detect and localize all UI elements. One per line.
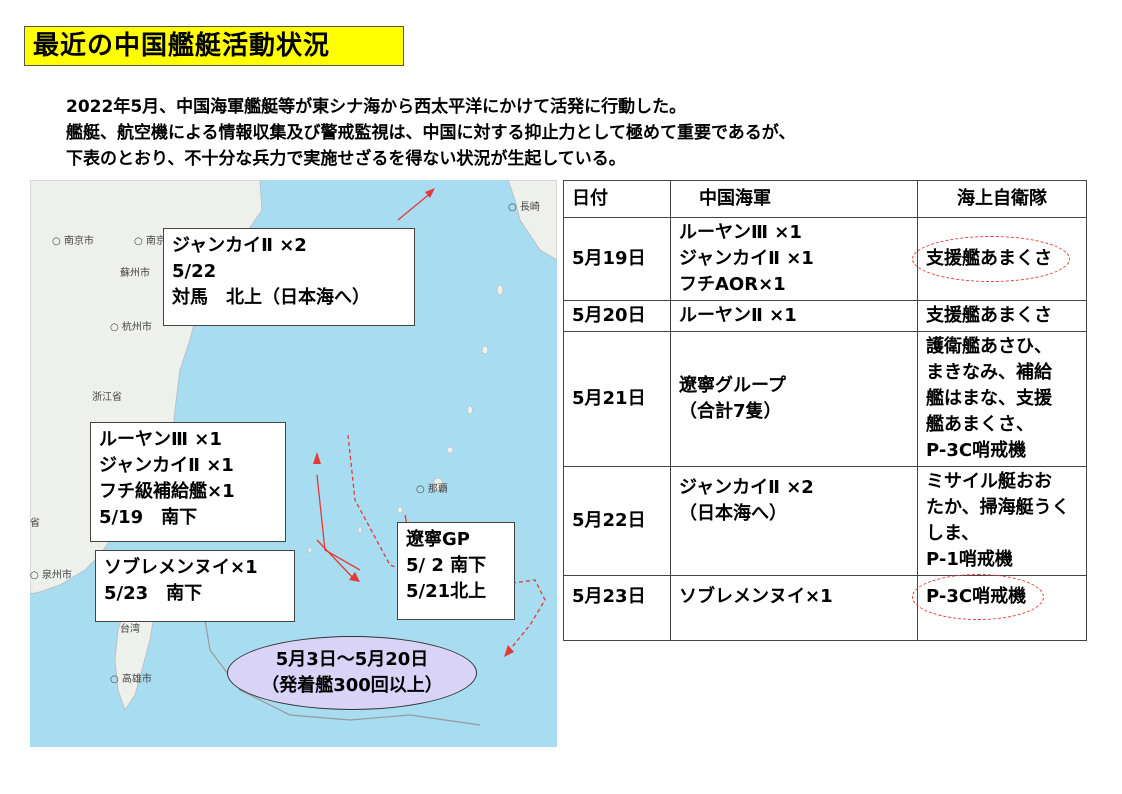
cell-line: （合計7隻） [679,401,782,422]
city-nagasaki: ○ 長崎 [508,202,540,213]
table-row: 5月21日 遼寧グループ （合計7隻） 護衛艦あさひ、 まきなみ、補給 艦はまな… [563,331,1087,467]
cell-line: まきなみ、補給 [926,362,1052,383]
callout-line: ジャンカイⅡ ×1 [99,455,234,476]
cell-line: 遼寧グループ [679,375,786,396]
cell-line: ソブレメンヌイ×1 [679,586,833,607]
callout-line: 遼寧GP [406,529,470,550]
cell-line: ルーヤンⅡ ×1 [679,305,797,326]
callout-line: ソブレメンヌイ×1 [104,557,258,578]
row-date: 5月21日 [563,331,671,467]
city-naha: ○ 那覇 [416,484,448,495]
cell-line: 艦あまくさ、 [926,414,1034,435]
cell-line: ルーヤンⅢ ×1 [679,222,802,243]
callout-line: フチ級補給艦×1 [99,481,235,502]
cell-line: ミサイル艇おお [926,471,1052,492]
city-province: 省 [30,518,40,529]
table-row: 5月22日 ジャンカイⅡ ×2 （日本海へ） ミサイル艇おお たか、掃海艇うく … [563,466,1087,576]
callout-line: ジャンカイⅡ ×2 [172,235,307,256]
city-quanzhou: ○ 泉州市 [30,570,72,581]
row-china: ルーヤンⅡ ×1 [670,300,918,332]
row-china: ルーヤンⅢ ×1 ジャンカイⅡ ×1 フチAOR×1 [670,217,918,301]
row-jmsdf: P-3C哨戒機 [912,574,1087,641]
callout-liaoning-group: 遼寧GP 5/ 2 南下 5/21北上 [397,522,515,620]
page-title: 最近の中国艦艇活動状況 [24,26,404,66]
row-date: 5月20日 [563,300,671,332]
intro-line-2: 艦艇、航空機による情報収集及び警戒監視は、中国に対する抑止力として極めて重要であ… [66,123,796,143]
callout-jiangkai-north: ジャンカイⅡ ×2 5/22 対馬 北上（日本海へ） [163,228,415,326]
callout-line: ルーヤンⅢ ×1 [99,429,222,450]
callout-line: 対馬 北上（日本海へ） [172,287,370,308]
route-arrows [316,191,546,653]
highlight-circle: 支援艦あまくさ [912,236,1070,282]
callout-line: 5/19 南下 [99,507,198,528]
ellipse-line: （発着艦300回以上） [261,675,443,696]
cell-line: 支援艦あまくさ [926,305,1052,326]
row-jmsdf: 支援艦あまくさ [912,217,1087,301]
city-hangzhou: ○ 杭州市 [110,322,152,333]
intro-line-3: 下表のとおり、不十分な兵力で実施せざるを得ない状況が生起している。 [66,149,626,169]
row-jmsdf: ミサイル艇おお たか、掃海艇うく しま、 P-1哨戒機 [917,466,1087,576]
cell-line: P-3C哨戒機 [926,440,1027,461]
row-china: ソブレメンヌイ×1 [670,575,918,641]
cell-line: 艦はまな、支援 [926,388,1052,409]
callout-line: 5/ 2 南下 [406,555,487,576]
cell-line: P-1哨戒機 [926,549,1013,570]
row-date: 5月22日 [563,466,671,576]
row-china: ジャンカイⅡ ×2 （日本海へ） [670,466,918,576]
kyushu-land [507,180,557,261]
header-jmsdf: 海上自衛隊 [917,180,1087,218]
callout-line: 5/22 [172,261,217,282]
table-row: 5月19日 ルーヤンⅢ ×1 ジャンカイⅡ ×1 フチAOR×1 支援艦あまくさ [563,217,1087,301]
intro-line-1: 2022年5月、中国海軍艦艇等が東シナ海から西太平洋にかけて活発に行動した。 [66,97,687,117]
table-header-row: 日付 中国海軍 海上自衛隊 [563,180,1087,218]
city-suzhou: 蘇州市 [120,268,150,279]
row-china: 遼寧グループ （合計7隻） [670,331,918,467]
callout-line: 5/23 南下 [104,583,203,604]
cell-line: フチAOR×1 [679,274,786,295]
cell-line: たか、掃海艇うく [926,497,1070,518]
table-row: 5月20日 ルーヤンⅡ ×1 支援艦あまくさ [563,300,1087,332]
header-date: 日付 [563,180,671,218]
cell-line: 護衛艦あさひ、 [926,336,1052,357]
arrow-heads [313,188,514,657]
cell-line: ジャンカイⅡ ×2 [679,477,814,498]
carrier-ops-ellipse: 5月3日～5月20日 （発着艦300回以上） [227,636,477,710]
callout-sovremenny-south: ソブレメンヌイ×1 5/23 南下 [95,550,295,622]
activity-table: 日付 中国海軍 海上自衛隊 5月19日 ルーヤンⅢ ×1 ジャンカイⅡ ×1 フ… [563,180,1087,641]
table-row: 5月23日 ソブレメンヌイ×1 P-3C哨戒機 [563,574,1087,641]
highlight-circle: P-3C哨戒機 [912,574,1045,620]
ryukyu-islands [257,284,504,568]
row-jmsdf: 護衛艦あさひ、 まきなみ、補給 艦はまな、支援 艦あまくさ、 P-3C哨戒機 [917,331,1087,467]
cell-line: ジャンカイⅡ ×1 [679,248,814,269]
row-date: 5月19日 [563,217,671,301]
row-jmsdf: 支援艦あまくさ [917,300,1087,332]
callout-luyang-south: ルーヤンⅢ ×1 ジャンカイⅡ ×1 フチ級補給艦×1 5/19 南下 [90,422,286,542]
row-date: 5月23日 [563,575,671,641]
ellipse-line: 5月3日～5月20日 [275,649,429,670]
city-nanjing-shi: ○ 南京市 [52,236,94,247]
cell-line: しま、 [926,523,980,544]
city-taiwan: 台湾 [120,624,140,635]
cell-line: （日本海へ） [679,503,787,524]
city-kaohsiung: ○ 高雄市 [110,674,152,685]
callout-line: 5/21北上 [406,581,487,602]
city-zhejiang: 浙江省 [92,392,122,403]
boundary-line [204,619,481,726]
header-china-navy: 中国海軍 [670,180,918,218]
city-nanjing: ○ 南京 [134,236,166,247]
